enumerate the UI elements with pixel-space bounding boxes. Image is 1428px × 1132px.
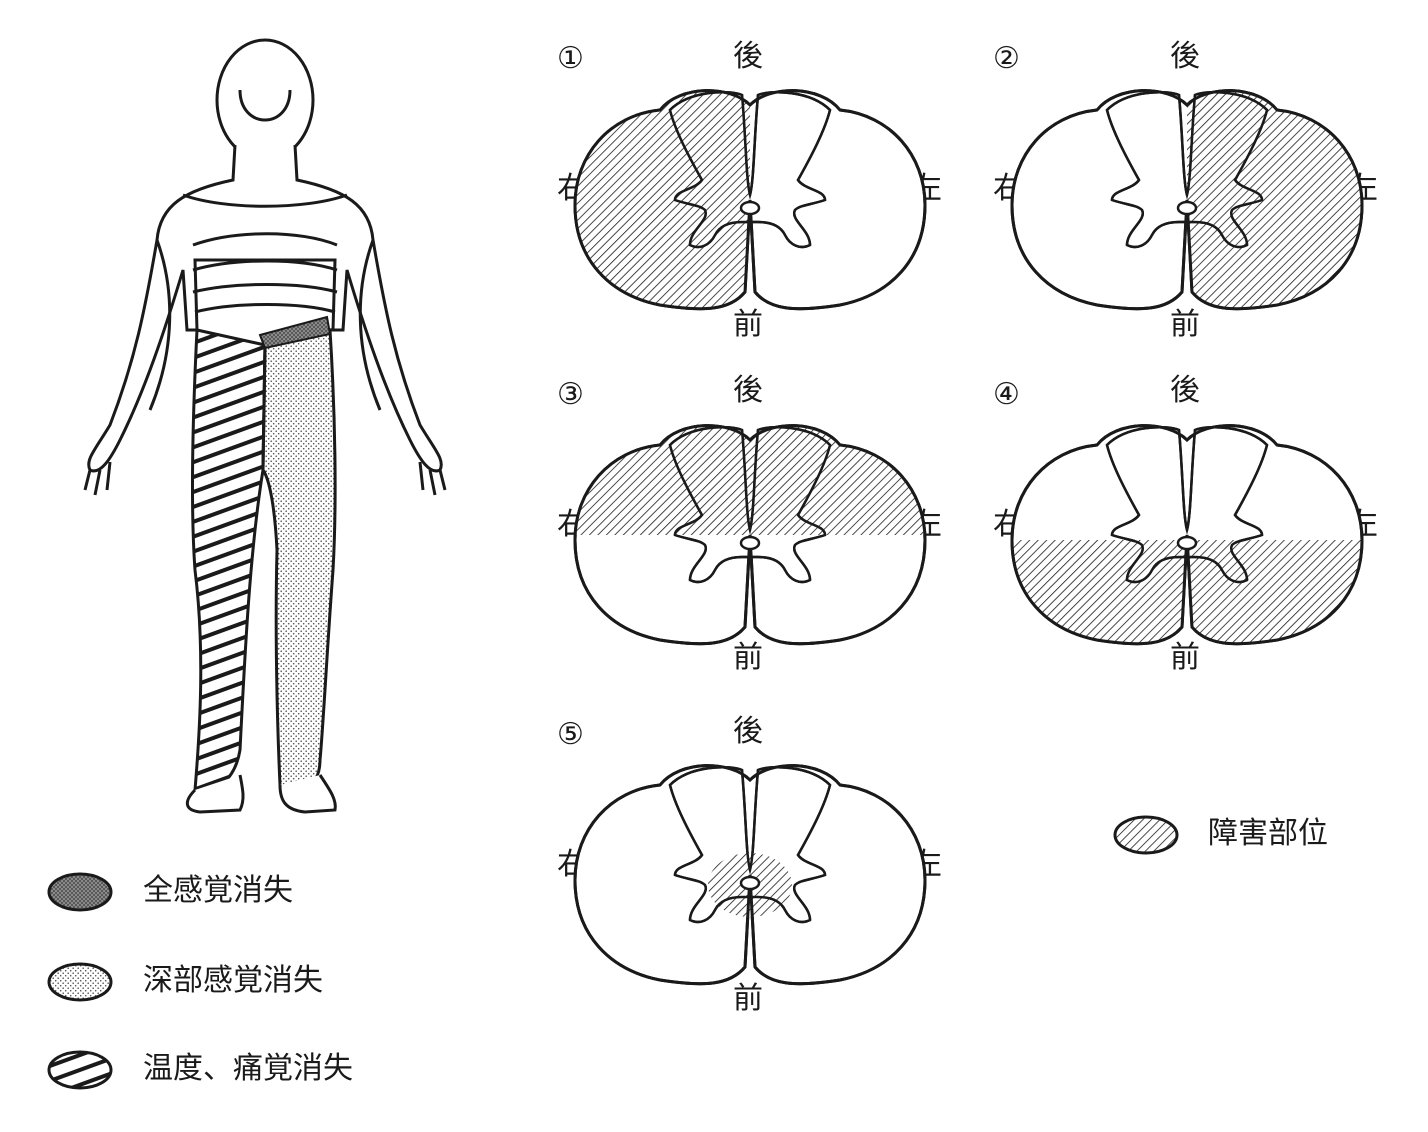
anterior-label: 前 [733, 640, 763, 675]
anterior-label: 前 [733, 307, 763, 342]
posterior-label: 後 [733, 714, 763, 749]
section-number: ⑤ [557, 717, 584, 752]
cord-diagram [573, 424, 927, 646]
cord-diagram [573, 89, 927, 311]
legend-deep-label: 深部感覚消失 [143, 963, 323, 998]
legend-lesion-swatch [1113, 815, 1179, 855]
posterior-label: 後 [1170, 39, 1200, 74]
body-figure [83, 38, 447, 814]
legend-temp-swatch [47, 1050, 113, 1090]
legend-temp-label: 温度、痛覚消失 [143, 1051, 353, 1086]
anterior-label: 前 [733, 981, 763, 1016]
posterior-label: 後 [1170, 373, 1200, 408]
legend-deep-swatch [47, 962, 113, 1002]
section-number: ② [993, 41, 1020, 76]
section-number: ① [557, 41, 584, 76]
legend-lesion-label: 障害部位 [1208, 816, 1328, 851]
cord-diagram [573, 764, 927, 986]
anterior-label: 前 [1170, 307, 1200, 342]
legend-total-swatch [47, 872, 113, 912]
anterior-label: 前 [1170, 640, 1200, 675]
legend-total-label: 全感覚消失 [143, 873, 293, 908]
posterior-label: 後 [733, 39, 763, 74]
cord-diagram [1010, 424, 1364, 646]
section-number: ④ [993, 377, 1020, 412]
cord-diagram [1010, 89, 1364, 311]
posterior-label: 後 [733, 373, 763, 408]
section-number: ③ [557, 377, 584, 412]
